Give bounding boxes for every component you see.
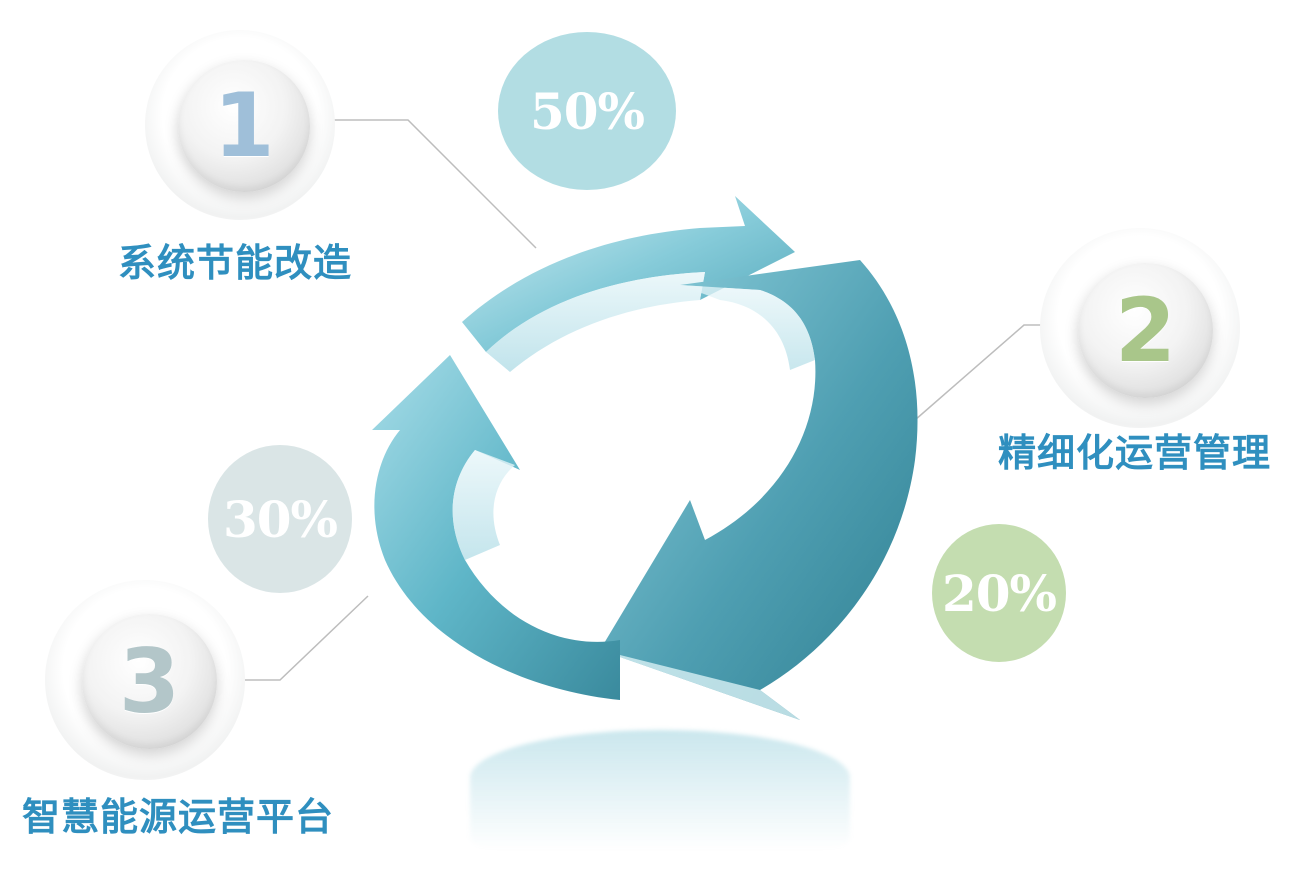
step-1-percent-bubble: 50%: [498, 32, 676, 190]
step-3-percent-bubble: 30%: [208, 445, 352, 593]
step-3-badge: 3: [82, 614, 217, 749]
step-2-percent: 20%: [941, 563, 1057, 623]
step-1-badge: 1: [178, 60, 310, 192]
step-2-label: 精细化运营管理: [998, 431, 1272, 475]
step-3-number: 3: [118, 629, 181, 733]
arrow-right: [600, 260, 918, 720]
step-1-percent: 50%: [529, 81, 645, 141]
arrow-top: [462, 196, 795, 372]
cycle-reflection: [470, 730, 850, 850]
step-2-percent-bubble: 20%: [932, 524, 1066, 662]
step-2-badge: 2: [1078, 263, 1213, 398]
step-1-label: 系统节能改造: [118, 241, 353, 285]
step-3-label: 智慧能源运营平台: [22, 795, 335, 839]
connector-line-1: [330, 119, 537, 249]
arrow-left: [372, 355, 620, 700]
connector-line-3: [230, 595, 369, 681]
step-3-percent: 30%: [222, 489, 338, 549]
step-2-number: 2: [1114, 278, 1177, 382]
step-1-number: 1: [213, 74, 275, 177]
